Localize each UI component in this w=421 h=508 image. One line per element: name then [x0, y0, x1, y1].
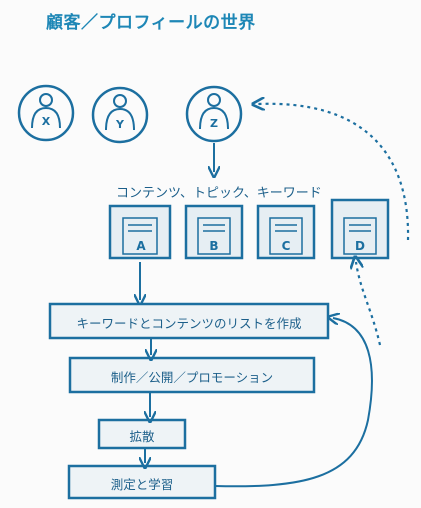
step-box-1 — [48, 302, 330, 340]
persona-z: Z — [185, 85, 243, 143]
content-box-d: D — [330, 198, 390, 260]
content-b-letter: B — [209, 239, 218, 253]
feedback-arrow-to-personas — [258, 104, 410, 241]
step-2-label: 制作／公開／プロモーション — [110, 370, 274, 385]
step-box-2 — [68, 356, 316, 394]
feedback-arrow-to-content-d — [356, 262, 382, 346]
persona-y-letter: Y — [115, 118, 125, 131]
persona-z-letter: Z — [210, 117, 218, 130]
step-4-label: 測定と学習 — [110, 477, 174, 492]
step-box-3 — [97, 418, 187, 450]
persona-x-letter: X — [42, 115, 51, 128]
content-caption: コンテンツ、トピック、キーワード — [116, 186, 322, 201]
feedback-arrow-to-step1 — [214, 318, 373, 488]
persona-y: Y — [91, 86, 149, 144]
step-1-label: キーワードとコンテンツのリストを作成 — [76, 316, 302, 331]
step-box-4 — [67, 464, 217, 500]
content-a-letter: A — [136, 239, 146, 253]
persona-x: X — [17, 84, 75, 142]
diagram-title: 顧客／プロフィールの世界 — [46, 13, 256, 33]
content-box-a: A — [108, 204, 172, 260]
content-d-letter: D — [355, 239, 365, 253]
content-c-letter: C — [282, 239, 291, 253]
content-box-c: C — [256, 204, 316, 260]
content-box-b: B — [184, 204, 244, 260]
step-3-label: 拡散 — [129, 429, 155, 444]
